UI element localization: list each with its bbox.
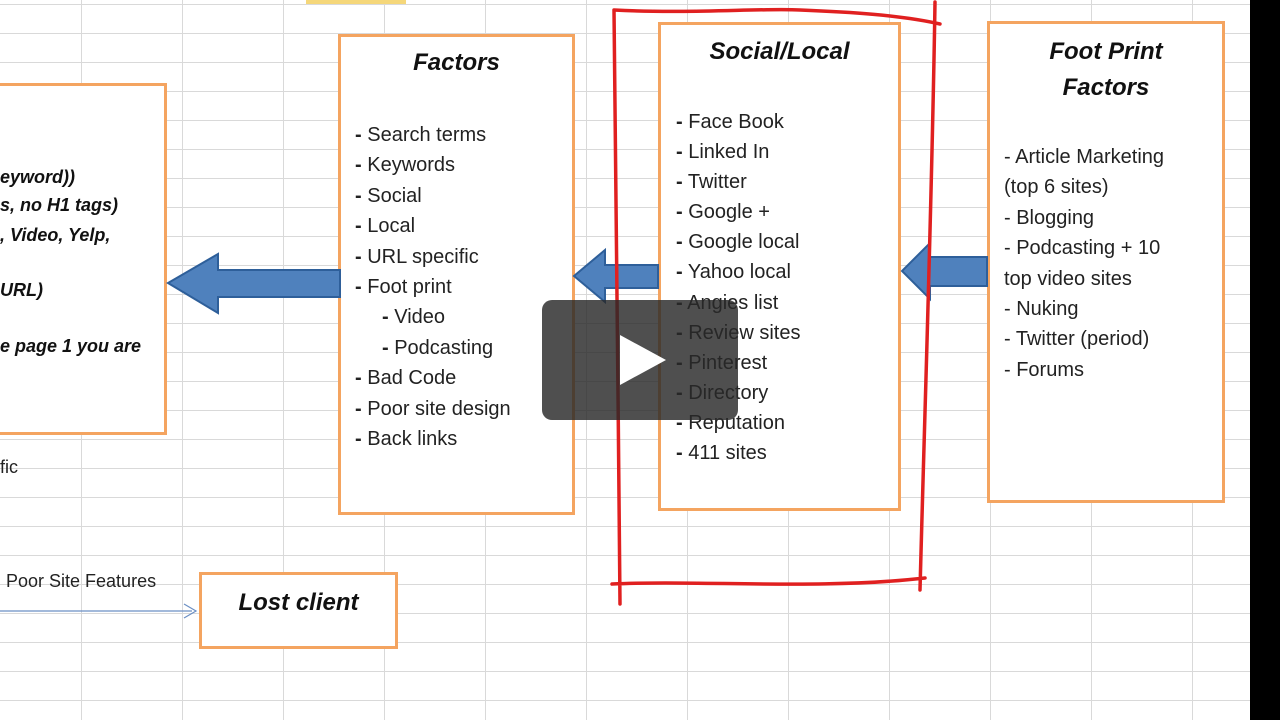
diagram-shapes <box>0 0 988 619</box>
social-local-list-item-label: Google + <box>688 201 770 224</box>
foot-print-list-item: - Twitter (period) <box>1004 328 1150 351</box>
left-box-line-3: , Video, Yelp, <box>0 225 111 245</box>
factors-list-item: - Keywords <box>355 150 511 180</box>
social-local-list-item-label: 411 sites <box>688 442 767 465</box>
factors-list-item-label: Social <box>367 184 422 207</box>
social-local-list-item-dash: - <box>676 231 683 254</box>
social-local-list-item-dash: - <box>676 442 683 465</box>
foot-print-list: - Article Marketing (top 6 sites) - Bloggi… <box>1004 142 1164 385</box>
factors-list-item-label: Poor site design <box>367 397 511 420</box>
social-local-list-item: - Google + <box>676 197 801 227</box>
foot-print-list-item: - Forums <box>1004 358 1084 381</box>
factors-list-item: - URL specific <box>355 242 511 272</box>
factors-list-item-label: Foot print <box>367 276 452 299</box>
foot-print-list-item: - Article Marketing <box>1004 146 1165 168</box>
video-play-button[interactable] <box>542 300 738 420</box>
social-local-list-item-dash: - <box>676 261 683 284</box>
connector-arrowhead <box>183 603 198 619</box>
left-box <box>0 83 167 435</box>
factors-title: Factors <box>413 49 500 76</box>
poor-site-features-label: Poor Site Features <box>6 571 157 591</box>
foot-print-box: Foot Print Factors <box>987 21 1225 503</box>
foot-print-list-item: - Podcasting + 10 <box>1004 237 1161 260</box>
left-box-line-5: e page 1 you are <box>0 336 142 356</box>
factors-list-item-label: Search terms <box>367 124 487 146</box>
social-local-list-item-label: Yahoo local <box>687 261 791 284</box>
social-local-list-item-label: Face Book <box>688 111 784 133</box>
factors-list-item: - Poor site design <box>355 394 511 424</box>
factors-list-item-dash: - <box>382 336 395 359</box>
arrow-factors-to-left <box>166 252 341 315</box>
left-box-line-4: URL) <box>0 280 43 300</box>
factors-list-item: - Local <box>355 211 511 241</box>
left-fragment-text: fic <box>0 457 18 477</box>
factors-list-item-dash: - <box>355 367 362 390</box>
factors-list: - Search terms- Keywords- Social- Local-… <box>355 120 511 454</box>
left-box-line-2: s, no H1 tags) <box>0 195 119 215</box>
social-local-list-item-dash: - <box>676 411 683 434</box>
selected-cell-highlight <box>306 0 406 4</box>
factors-list-item-dash: - <box>355 215 362 238</box>
factors-list-item-dash: - <box>355 184 362 207</box>
factors-list-item-dash: - <box>382 306 395 329</box>
lost-client-box: Lost client <box>199 572 398 649</box>
factors-list-item: - Foot print <box>355 272 511 302</box>
factors-list-item-label: Bad Code <box>367 367 457 390</box>
social-local-list-item: - Face Book <box>676 107 801 137</box>
red-outline-annotation <box>610 0 942 606</box>
social-local-list-item: - 411 sites <box>676 438 801 468</box>
factors-list-item-label: Podcasting <box>394 336 494 359</box>
left-box-line-1: eyword)) <box>0 167 76 187</box>
factors-list-item-label: Keywords <box>367 154 456 177</box>
foot-print-list-item: (top 6 sites) <box>1004 176 1109 199</box>
factors-list-item-dash: - <box>355 154 362 177</box>
social-local-list-item-dash: - <box>676 171 683 194</box>
factors-list-item: - Podcasting <box>355 333 511 363</box>
social-local-list-item: - Yahoo local <box>676 257 801 287</box>
factors-list-item-dash: - <box>355 397 362 420</box>
social-local-box: Social/Local <box>658 22 901 511</box>
social-local-list-item-label: Linked In <box>688 141 770 164</box>
factors-list-item-dash: - <box>355 276 362 299</box>
factors-list-item: - Bad Code <box>355 363 511 393</box>
factors-list-item-label: Local <box>367 215 416 238</box>
factors-list-item: - Video <box>355 302 511 332</box>
social-local-list-item: - Twitter <box>676 167 801 197</box>
social-local-list-item-dash: - <box>676 201 683 224</box>
factors-list-item: - Back links <box>355 424 511 454</box>
factors-list-item-dash: - <box>355 245 362 268</box>
foot-print-list-item: top video sites <box>1004 267 1132 290</box>
factors-list-item: - Social <box>355 181 511 211</box>
social-local-list-item-label: Twitter <box>687 171 747 194</box>
lost-client-title: Lost client <box>238 589 359 616</box>
foot-print-title-line2: Factors <box>1062 74 1150 101</box>
factors-list-item-label: Back links <box>367 428 458 451</box>
social-local-title: Social/Local <box>709 38 850 65</box>
social-local-list-item: - Linked In <box>676 137 801 167</box>
factors-list-item: - Search terms <box>355 120 511 150</box>
social-local-list-item: - Google local <box>676 227 801 257</box>
social-local-list-item-label: Google local <box>688 231 800 254</box>
factors-list-item-label: URL specific <box>367 245 479 268</box>
factors-list-item-label: Video <box>394 306 446 329</box>
arrow-footprint-to-social <box>900 240 988 302</box>
play-icon <box>620 335 666 385</box>
foot-print-list-item: - Nuking <box>1004 298 1079 321</box>
social-local-list-item-dash: - <box>676 111 683 133</box>
foot-print-title-line1: Foot Print <box>1049 38 1163 65</box>
factors-list-item-dash: - <box>355 124 362 146</box>
factors-list-item-dash: - <box>355 428 362 451</box>
foot-print-list-item: - Blogging <box>1004 206 1095 229</box>
social-local-list-item-dash: - <box>676 141 683 164</box>
